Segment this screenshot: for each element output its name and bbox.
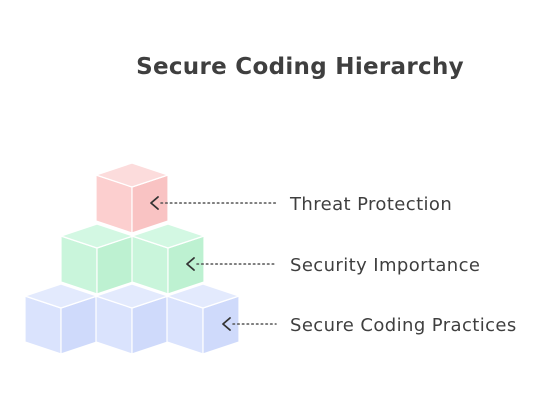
connector-lines: [150, 196, 277, 331]
cube-bottom-left: [24, 283, 98, 355]
connector-secure-coding-practices: [222, 317, 277, 331]
cube-top-face: [131, 223, 205, 249]
label-secure-coding-practices: Secure Coding Practices: [290, 315, 517, 336]
cube-top-face: [95, 162, 169, 188]
arrow-head-icon: [150, 196, 159, 210]
connector-threat-protection: [150, 196, 277, 210]
arrow-head-icon: [186, 257, 195, 271]
cube-bottom-middle: [95, 283, 169, 355]
cube-middle-right: [131, 223, 205, 295]
cube-top-face: [24, 283, 98, 309]
connector-security-importance: [186, 257, 277, 271]
cube-top-face: [166, 283, 240, 309]
cube-top: [95, 162, 169, 234]
cube-middle-left: [60, 223, 134, 295]
arrow-head-icon: [222, 317, 231, 331]
cube-top-face: [95, 283, 169, 309]
diagram-title: Secure Coding Hierarchy: [136, 54, 464, 80]
cube-bottom-right: [166, 283, 240, 355]
label-threat-protection: Threat Protection: [290, 194, 453, 215]
label-security-importance: Security Importance: [290, 255, 481, 276]
cube-stack: [24, 162, 240, 355]
cube-top-face: [60, 223, 134, 249]
